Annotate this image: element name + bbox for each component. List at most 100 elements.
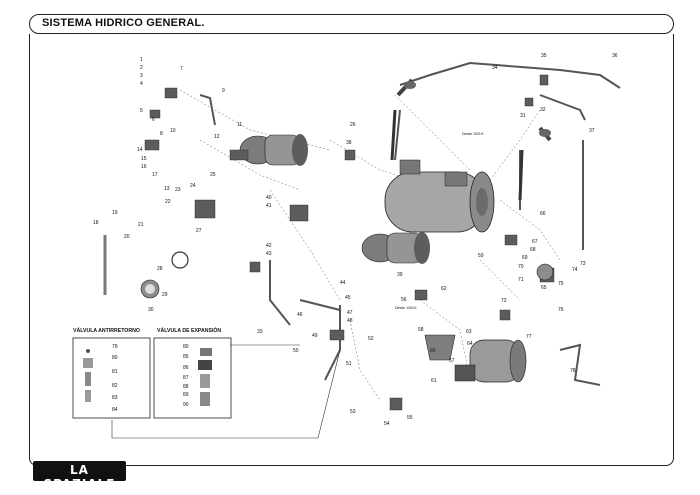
callout: 51 — [346, 361, 352, 367]
callout: 65 — [541, 285, 547, 291]
callout: 20 — [124, 234, 130, 240]
callout: 41 — [266, 203, 272, 209]
callout: 83 — [112, 395, 118, 401]
callout: 38 — [346, 140, 352, 146]
callout: 90 — [183, 402, 189, 408]
callout: 89 — [183, 392, 189, 398]
callout: 49 — [312, 333, 318, 339]
callout: 77 — [526, 334, 532, 340]
callout: 62 — [441, 286, 447, 292]
callout: 7 — [180, 66, 183, 72]
callout: 69 — [522, 255, 528, 261]
callout: 29 — [162, 292, 168, 298]
callout: 2 — [140, 65, 143, 71]
inset-expansion-valve — [153, 337, 232, 419]
revision-notes: Desde 1001H Desde 1001H — [395, 132, 484, 310]
drip-tray — [424, 334, 456, 361]
callout: 55 — [407, 415, 413, 421]
callout-numbers: 1 2 3 4 5 6 7 8 9 10 11 12 13 14 15 16 1… — [93, 53, 618, 427]
callout: 66 — [540, 211, 546, 217]
callout: 82 — [112, 383, 118, 389]
callout: 23 — [175, 187, 181, 193]
callout: 80 — [183, 344, 189, 350]
fittings — [144, 74, 555, 411]
note-desde-a: Desde 1001H — [462, 132, 484, 136]
callout: 15 — [141, 156, 147, 162]
group-head-left — [239, 134, 308, 166]
callout: 37 — [589, 128, 595, 134]
flex-hose — [103, 235, 189, 295]
callout: 9 — [222, 88, 225, 94]
callout: 61 — [431, 378, 437, 384]
callout: 47 — [347, 310, 353, 316]
callout: 39 — [397, 272, 403, 278]
callout: 58 — [418, 327, 424, 333]
callout: 84 — [112, 407, 118, 413]
callout: 4 — [140, 81, 143, 87]
callout: 24 — [190, 183, 196, 189]
callout: 33 — [257, 329, 263, 335]
callout: 71 — [518, 277, 524, 283]
callout: 56 — [401, 297, 407, 303]
callout: 43 — [266, 251, 272, 257]
callout: 8 — [160, 131, 163, 137]
diagram-frame — [29, 34, 674, 466]
callout: 63 — [466, 329, 472, 335]
callout: 31 — [520, 113, 526, 119]
callout: 6 — [152, 117, 155, 123]
callout: 13 — [164, 186, 170, 192]
callout: 76 — [558, 307, 564, 313]
callout: 32 — [540, 107, 546, 113]
inset-check-valve — [72, 337, 151, 419]
title-bar: SISTEMA HIDRICO GENERAL. — [29, 14, 674, 34]
callout: 73 — [580, 261, 586, 267]
callout: 67 — [532, 239, 538, 245]
callout: 59 — [478, 253, 484, 259]
callout: 22 — [165, 199, 171, 205]
callout: 35 — [541, 53, 547, 59]
callout: 42 — [266, 243, 272, 249]
callout: 53 — [350, 409, 356, 415]
callout: 87 — [183, 375, 189, 381]
note-desde-b: Desde 1001H — [395, 306, 417, 310]
callout: 70 — [518, 264, 524, 270]
callout: 28 — [157, 266, 163, 272]
callout: 74 — [572, 267, 578, 273]
callout: 57 — [449, 358, 455, 364]
inset-part-numbers: 79 80 81 82 83 84 80 85 86 87 88 89 90 — [112, 344, 189, 413]
callout: 48 — [347, 318, 353, 324]
callout: 54 — [384, 421, 390, 427]
callout: 50 — [293, 348, 299, 354]
callout: 21 — [138, 222, 144, 228]
callout: 78 — [570, 368, 576, 374]
callout: 68 — [530, 247, 536, 253]
callout: 27 — [196, 228, 202, 234]
callout: 25 — [210, 172, 216, 178]
callout: 46 — [297, 312, 303, 318]
callout: 10 — [170, 128, 176, 134]
callout: 44 — [340, 280, 346, 286]
callout: 64 — [467, 341, 473, 347]
callout: 72 — [501, 298, 507, 304]
callout: 60 — [430, 348, 436, 354]
callout: 40 — [266, 195, 272, 201]
callout: 12 — [214, 134, 220, 140]
callout: 16 — [141, 164, 147, 170]
steam-wand-left — [390, 78, 416, 161]
callout: 3 — [140, 73, 143, 79]
callout: 88 — [183, 384, 189, 390]
callout: 45 — [345, 295, 351, 301]
inset-leader-line — [111, 349, 341, 439]
pressure-gauge — [140, 263, 554, 299]
callout: 1 — [140, 57, 143, 63]
inset-title-check-valve: VÁLVULA ANTIRRETORNO — [73, 328, 140, 334]
callout: 81 — [112, 369, 118, 375]
callout: 36 — [612, 53, 618, 59]
brand-logo-text: LA SPAZIALE — [43, 463, 116, 491]
callout: 34 — [492, 65, 498, 71]
callout: 86 — [183, 365, 189, 371]
steam-wand-right — [518, 126, 552, 201]
brand-logo: LA SPAZIALE — [33, 461, 126, 491]
callout: 75 — [558, 281, 564, 287]
